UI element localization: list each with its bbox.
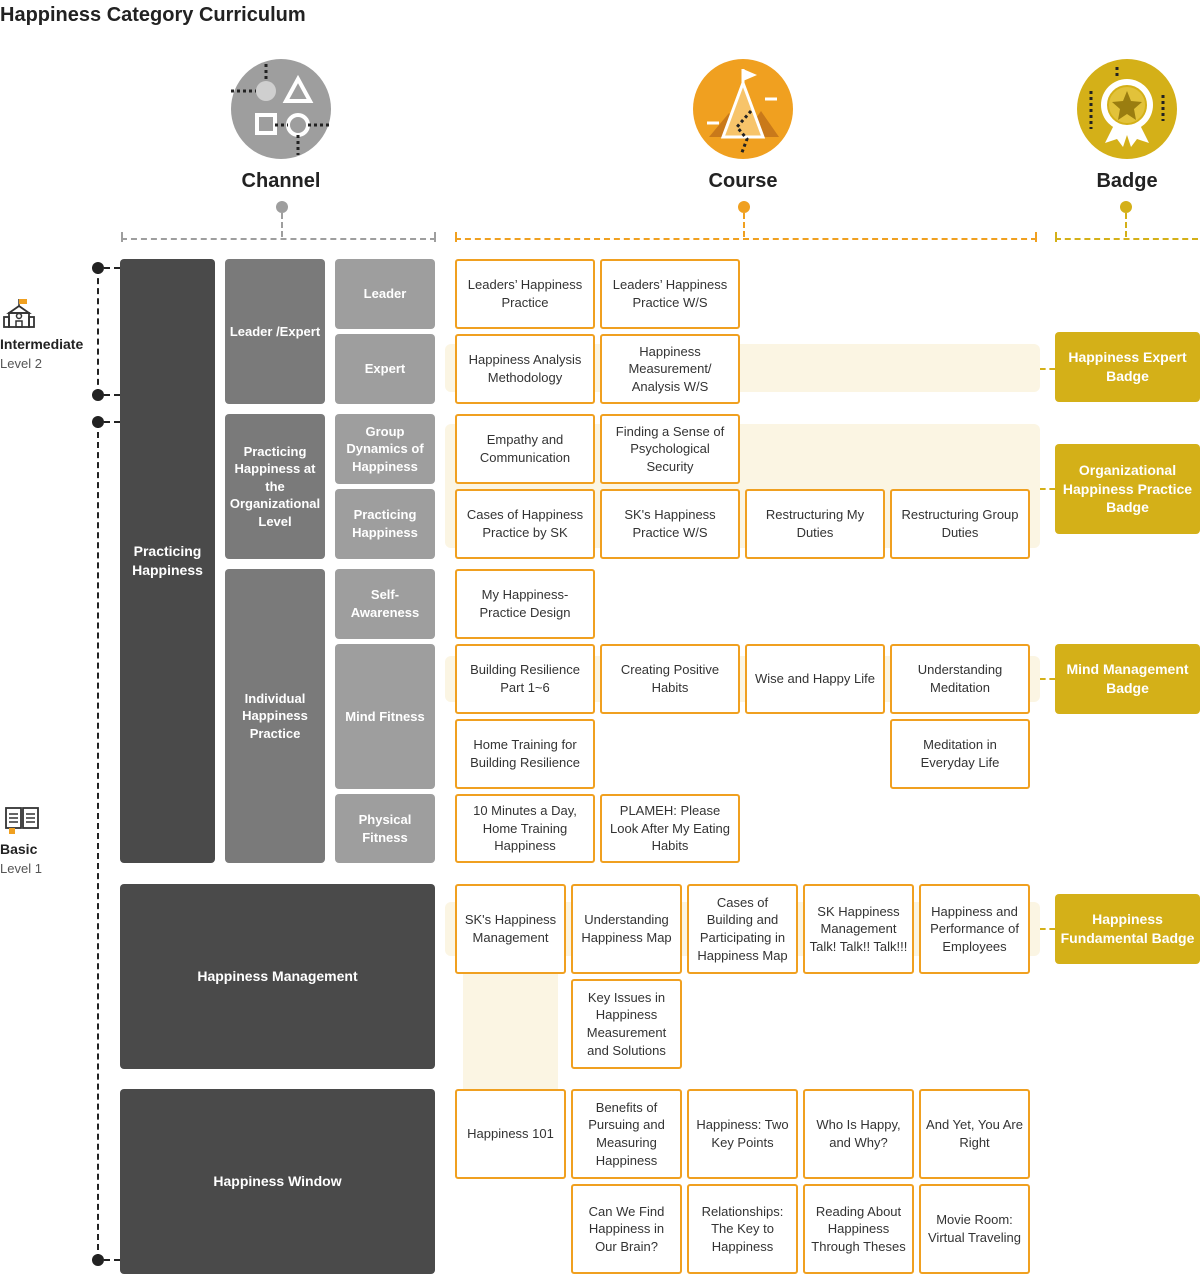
course-card[interactable]: Benefits of Pursuing and Measuring Happi… [571,1089,682,1179]
channel-leader-expert: Leader /Expert [225,259,325,404]
badge-happiness-expert[interactable]: Happiness Expert Badge [1055,332,1200,402]
course-card[interactable]: Restructuring Group Duties [890,489,1030,559]
channel-leader: Leader [335,259,435,329]
badge-organizational-practice[interactable]: Organizational Happiness Practice Badge [1055,444,1200,534]
badge-link [1040,488,1055,490]
course-card[interactable]: Happiness 101 [455,1089,566,1179]
course-card[interactable]: Leaders’ Happiness Practice [455,259,595,329]
level-dot [92,1254,104,1266]
channel-practicing-happiness: Practicing Happiness [120,259,215,863]
badge-mind-management[interactable]: Mind Management Badge [1055,644,1200,714]
course-card[interactable]: Key Issues in Happiness Measurement and … [571,979,682,1069]
level-basic-sub: Level 1 [0,861,42,876]
badge-link [1040,928,1055,930]
badge-bracket [1055,238,1198,240]
level-tick [104,1259,120,1261]
course-card[interactable]: Happiness and Performance of Employees [919,884,1030,974]
course-card[interactable]: Movie Room: Virtual Traveling [919,1184,1030,1274]
level-tick [104,421,120,423]
school-building-icon [3,297,35,329]
course-card[interactable]: Cases of Building and Participating in H… [687,884,798,974]
course-card[interactable]: SK Happiness Management Talk! Talk!! Tal… [803,884,914,974]
mountain-flag-icon [693,59,793,159]
level-line-intermediate [97,268,99,395]
course-bracket-right [1035,232,1037,242]
course-card[interactable]: SK's Happiness Practice W/S [600,489,740,559]
badge-link [1040,368,1055,370]
channel-happiness-management: Happiness Management [120,884,435,1069]
course-card[interactable]: Understanding Happiness Map [571,884,682,974]
course-bracket [455,238,1037,240]
course-card[interactable]: SK's Happiness Management [455,884,566,974]
open-book-icon [4,804,40,836]
course-card[interactable]: Finding a Sense of Psychological Securit… [600,414,740,484]
level-intermediate-sub: Level 2 [0,356,42,371]
course-card[interactable]: Reading About Happiness Through Theses [803,1184,914,1274]
page-title: Happiness Category Curriculum [0,4,306,26]
course-card[interactable]: My Happiness-Practice Design [455,569,595,639]
channel-dot [276,201,288,213]
level-tick [104,394,120,396]
channel-bracket-left [121,232,123,242]
course-card[interactable]: Happiness Analysis Methodology [455,334,595,404]
course-card[interactable]: Cases of Happiness Practice by SK [455,489,595,559]
badge-connector [1125,213,1127,237]
badge-happiness-fundamental[interactable]: Happiness Fundamental Badge [1055,894,1200,964]
course-bracket-left [455,232,457,242]
course-card[interactable]: Happiness: Two Key Points [687,1089,798,1179]
group-band-fundamental-stem [463,956,558,1096]
course-card[interactable]: Empathy and Communication [455,414,595,484]
course-card[interactable]: Leaders’ Happiness Practice W/S [600,259,740,329]
course-card[interactable]: Relationships: The Key to Happiness [687,1184,798,1274]
channel-expert: Expert [335,334,435,404]
award-medal-icon [1077,59,1177,159]
channel-mind-fitness: Mind Fitness [335,644,435,789]
channel-column-label: Channel [241,170,321,192]
channel-individual-practice: Individual Happiness Practice [225,569,325,863]
course-card[interactable]: Understanding Meditation [890,644,1030,714]
channel-connector [281,213,283,237]
level-dot [92,389,104,401]
course-card[interactable]: Who Is Happy, and Why? [803,1089,914,1179]
channel-bracket-right [434,232,436,242]
course-card[interactable]: Wise and Happy Life [745,644,885,714]
course-card[interactable]: Restructuring My Duties [745,489,885,559]
course-card[interactable]: Building Resilience Part 1~6 [455,644,595,714]
channel-happiness-window: Happiness Window [120,1089,435,1274]
course-card[interactable]: Home Training for Building Resilience [455,719,595,789]
level-intermediate-label: Intermediate [0,336,84,352]
course-card[interactable]: Creating Positive Habits [600,644,740,714]
course-card[interactable]: Can We Find Happiness in Our Brain? [571,1184,682,1274]
badge-dot [1120,201,1132,213]
course-card[interactable]: Meditation in Everyday Life [890,719,1030,789]
level-tick [104,267,120,269]
course-card[interactable]: And Yet, You Are Right [919,1089,1030,1179]
channel-self-awareness: Self-Awareness [335,569,435,639]
level-basic-label: Basic [0,841,38,857]
shapes-icon [231,59,331,159]
course-connector [743,213,745,237]
channel-physical-fitness: Physical Fitness [335,794,435,863]
badge-bracket-left [1055,232,1057,242]
channel-group-dynamics: Group Dynamics of Happiness [335,414,435,484]
badge-column-label: Badge [1096,170,1158,192]
channel-practicing-sub: Practicing Happiness [335,489,435,559]
channel-organizational-level: Practicing Happiness at the Organization… [225,414,325,559]
course-dot [738,201,750,213]
badge-link [1040,678,1055,680]
channel-bracket [121,238,436,240]
level-line-basic [97,422,99,1260]
course-card[interactable]: Happiness Measurement/ Analysis W/S [600,334,740,404]
course-column-label: Course [708,170,778,192]
course-card[interactable]: PLAMEH: Please Look After My Eating Habi… [600,794,740,863]
course-card[interactable]: 10 Minutes a Day, Home Training Happines… [455,794,595,863]
